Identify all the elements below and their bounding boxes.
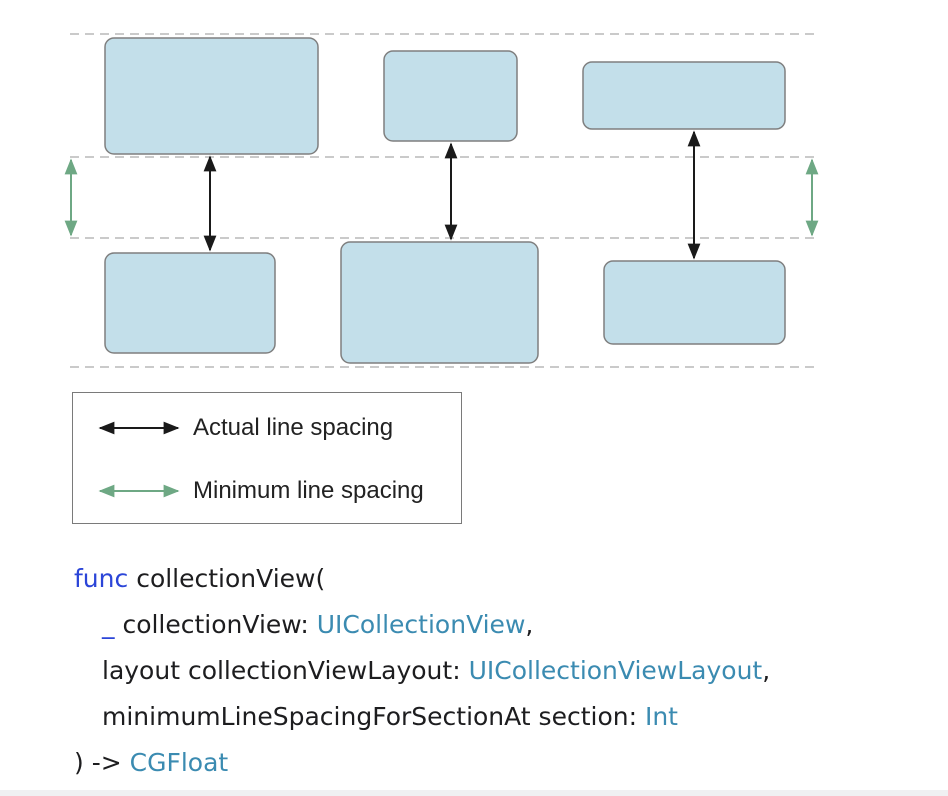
- cell-row1-col2: [383, 50, 518, 142]
- bottom-divider: [0, 790, 948, 796]
- line-spacing-diagram: Actual line spacing Minimum line spacing: [64, 33, 819, 524]
- return-arrow: ) ->: [74, 748, 130, 777]
- diagram-canvas: [64, 33, 819, 368]
- type-link-uicollectionviewlayout[interactable]: UICollectionViewLayout: [468, 656, 763, 685]
- type-link-int[interactable]: Int: [644, 702, 678, 731]
- legend-item-actual: Actual line spacing: [97, 413, 393, 443]
- black-double-arrow-icon: [98, 421, 180, 435]
- cell-row2-col1: [104, 252, 276, 354]
- param-layout: layout collectionViewLayout:: [102, 656, 469, 685]
- code-line-1: func collectionView(: [74, 556, 770, 602]
- param-section: minimumLineSpacingForSectionAt section:: [102, 702, 645, 731]
- comma: ,: [762, 656, 771, 685]
- type-link-uicollectionview[interactable]: UICollectionView: [316, 610, 526, 639]
- underscore-label: _: [102, 610, 115, 639]
- comma: ,: [525, 610, 534, 639]
- legend-label-actual: Actual line spacing: [193, 414, 394, 441]
- param-collection-view: collectionView:: [114, 610, 317, 639]
- legend-label-minimum: Minimum line spacing: [193, 477, 424, 504]
- code-line-2: _ collectionView: UICollectionView,: [74, 602, 770, 648]
- cell-row2-col2: [340, 241, 539, 364]
- green-double-arrow-icon: [98, 484, 180, 498]
- legend: Actual line spacing Minimum line spacing: [72, 392, 462, 524]
- func-keyword: func: [74, 564, 129, 593]
- cell-row1-col3: [582, 61, 786, 130]
- legend-item-minimum: Minimum line spacing: [97, 476, 424, 506]
- cell-row1-col1: [104, 37, 319, 155]
- code-line-4: minimumLineSpacingForSectionAt section: …: [74, 694, 770, 740]
- type-link-cgfloat[interactable]: CGFloat: [129, 748, 229, 777]
- method-declaration: func collectionView( _ collectionView: U…: [74, 556, 770, 786]
- cell-row2-col3: [603, 260, 786, 345]
- code-line-5: ) -> CGFloat: [74, 740, 770, 786]
- method-name: collectionView(: [128, 564, 326, 593]
- code-line-3: layout collectionViewLayout: UICollectio…: [74, 648, 770, 694]
